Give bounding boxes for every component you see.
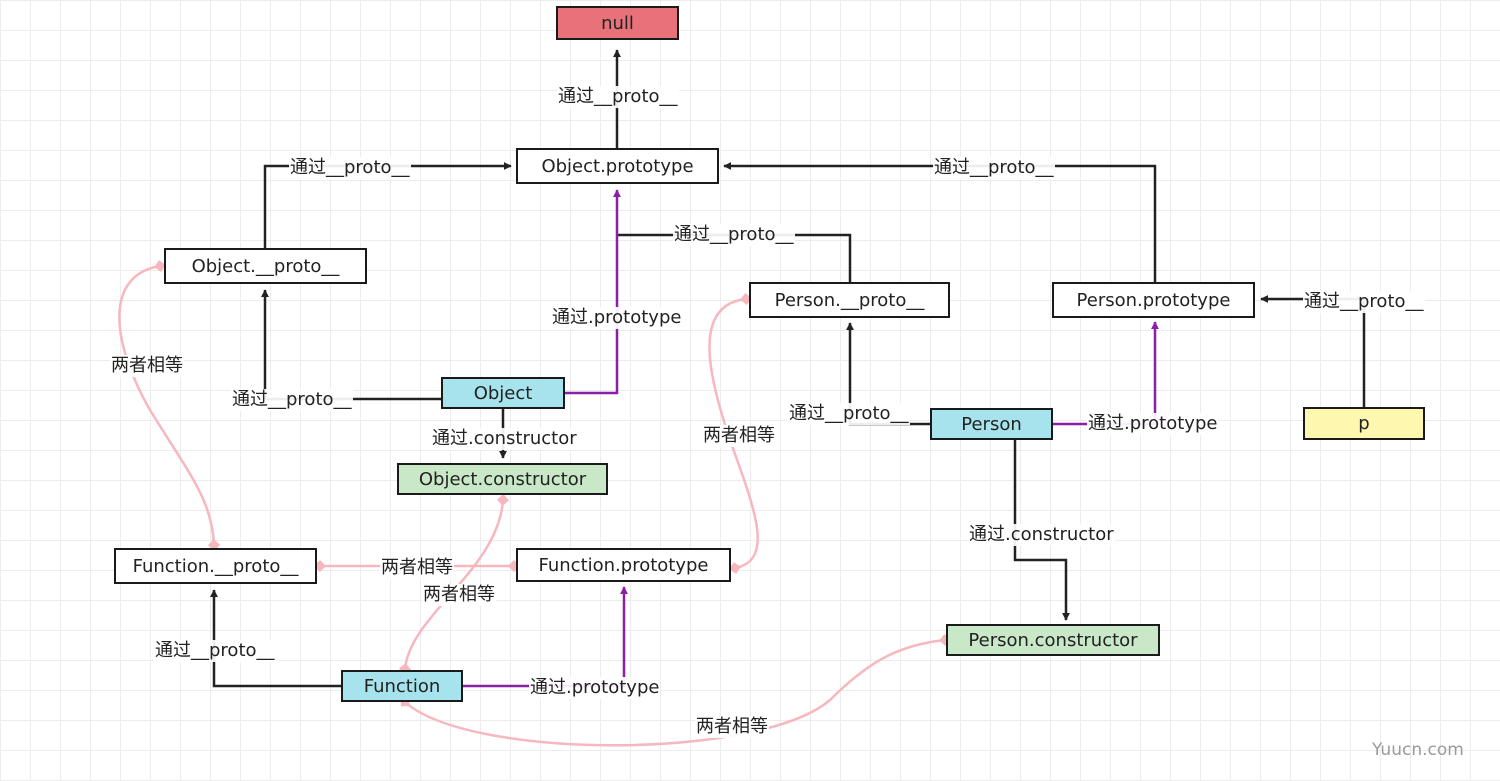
node-null: null [556, 6, 679, 40]
node-object-constructor: Object.constructor [397, 463, 608, 495]
label-proto-person-prototype-top: 通过__proto__ [933, 157, 1055, 179]
label-proto-object: 通过__proto__ [231, 389, 353, 411]
edge-object-to-object-proto [261, 289, 441, 401]
equal-object-proto-function-proto [118, 260, 220, 551]
label-equal-object-constructor: 两者相等 [422, 584, 496, 606]
label-proto-null: 通过__proto__ [557, 86, 679, 108]
label-proto-object-proto-top: 通过__proto__ [289, 157, 411, 179]
node-person: Person [930, 408, 1053, 440]
node-object-proto: Object.__proto__ [164, 248, 367, 284]
node-p: p [1303, 407, 1425, 440]
node-object: Object [441, 377, 565, 409]
node-function: Function [341, 670, 463, 702]
label-proto-p: 通过__proto__ [1303, 291, 1425, 313]
node-function-proto: Function.__proto__ [114, 548, 317, 584]
label-proto-person-proto-top: 通过__proto__ [673, 224, 795, 246]
label-equal-middle: 两者相等 [702, 425, 776, 447]
label-constructor-object: 通过.constructor [431, 428, 578, 450]
label-constructor-person: 通过.constructor [968, 524, 1115, 546]
label-proto-function: 通过__proto__ [154, 640, 276, 662]
edge-p-to-person-prototype [1260, 295, 1366, 407]
edge-person-to-person-prototype [1053, 321, 1159, 426]
node-function-prototype: Function.prototype [516, 548, 731, 582]
edge-person-to-person-constructor [1013, 440, 1070, 621]
node-person-proto: Person.__proto__ [749, 282, 950, 318]
label-equal-left: 两者相等 [110, 355, 184, 377]
label-prototype-person: 通过.prototype [1087, 413, 1219, 435]
label-proto-person: 通过__proto__ [788, 403, 910, 425]
node-person-prototype: Person.prototype [1052, 282, 1255, 318]
equal-function-person-constructor [400, 634, 951, 747]
node-object-prototype: Object.prototype [516, 148, 719, 184]
label-prototype-object: 通过.prototype [551, 307, 683, 329]
edge-object-to-object-prototype [565, 189, 621, 395]
edge-person-prototype-to-object-prototype [723, 162, 1157, 282]
watermark: Yuucn.com [1372, 740, 1464, 760]
label-equal-function-row: 两者相等 [380, 557, 454, 579]
node-person-constructor: Person.constructor [946, 624, 1160, 656]
edge-object-proto-to-object-prototype [263, 162, 512, 248]
label-prototype-function: 通过.prototype [529, 677, 661, 699]
label-equal-bottom: 两者相等 [695, 716, 769, 738]
edge-function-to-function-proto [210, 589, 341, 688]
